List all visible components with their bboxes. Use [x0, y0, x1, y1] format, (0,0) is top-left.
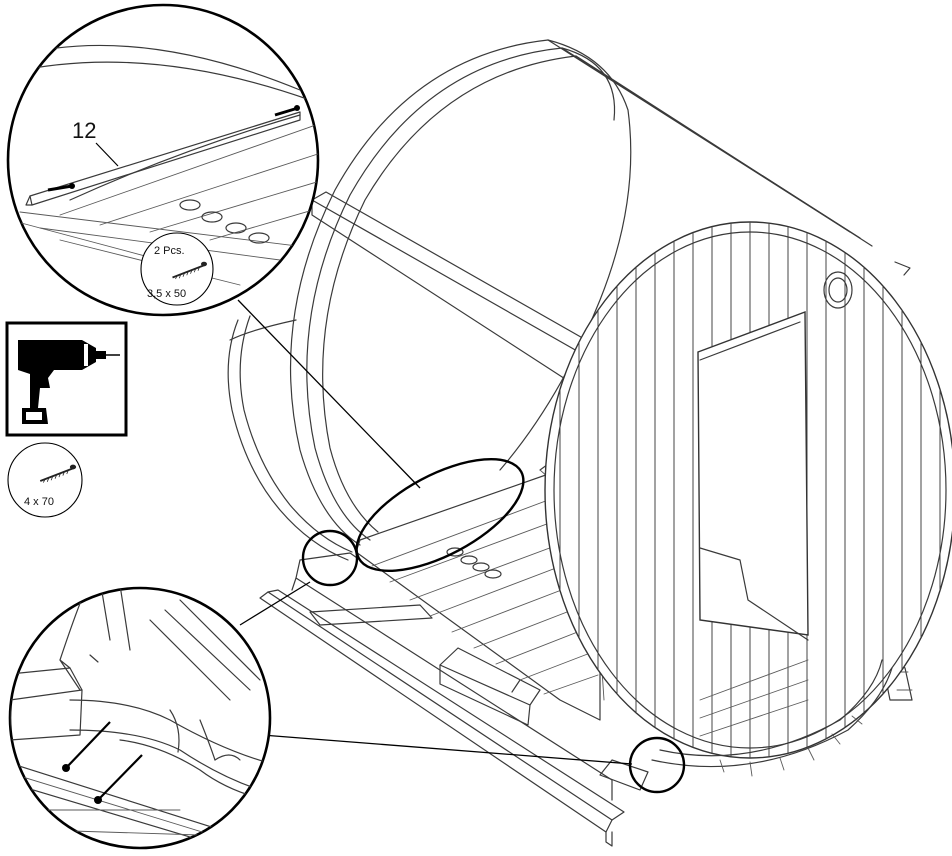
- screw-badge-main: 4 x 70: [7, 442, 83, 518]
- screw-size-label-main: 4 x 70: [24, 496, 54, 508]
- screw-badge-small: 2 Pcs. 3,5 x 50: [140, 232, 214, 306]
- screw-size-label: 3,5 x 50: [147, 288, 186, 300]
- power-drill-icon: [5, 321, 128, 437]
- detail-view-bottom: [8, 586, 272, 850]
- screw-icon: [47, 183, 75, 192]
- highlight-circle-left: [301, 529, 359, 587]
- detail-view-top: 12 2 Pcs. 3,5 x 50: [6, 3, 320, 317]
- part-number-label: 12: [72, 118, 96, 143]
- callout-leaders: [237, 299, 686, 794]
- screw-quantity-label: 2 Pcs.: [154, 245, 185, 257]
- highlight-circle-right: [628, 736, 686, 794]
- screw-icon: [62, 721, 111, 772]
- screw-icon: [274, 105, 300, 117]
- base-frame: [259, 552, 913, 847]
- front-wall: [544, 221, 952, 777]
- screw-icon: [94, 754, 143, 804]
- highlight-ellipse-beam: [355, 458, 525, 572]
